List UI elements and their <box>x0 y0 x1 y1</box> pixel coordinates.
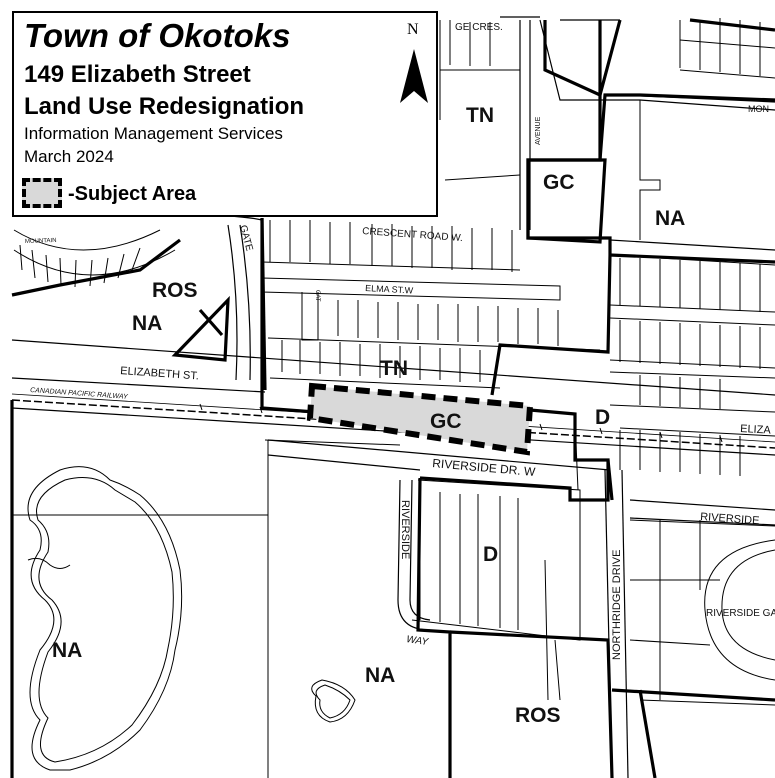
legend-town-name: Town of Okotoks <box>24 17 291 54</box>
railway-track <box>199 403 723 443</box>
zone-label-na-south: NA <box>365 664 395 687</box>
street-label-cat: CAT <box>314 290 320 302</box>
subject-area <box>306 382 534 456</box>
street-label-elizabeth: ELIZABETH ST. <box>120 365 200 382</box>
zone-label-d-center: D <box>595 406 610 429</box>
street-label-elma: ELMA ST.W <box>365 283 414 296</box>
street-label-mon: MON <box>748 104 769 114</box>
zone-label-na-east: NA <box>655 207 685 230</box>
legend-subject-area-label: -Subject Area <box>68 183 197 205</box>
legend-address: 149 Elizabeth Street <box>24 61 251 88</box>
street-label-northridge: NORTHRIDGE DRIVE <box>611 550 623 660</box>
zone-label-gc-top: GC <box>543 171 575 194</box>
river-features <box>27 466 356 771</box>
map-legend: Town of Okotoks 149 Elizabeth Street Lan… <box>12 11 438 217</box>
north-arrow-icon <box>400 49 428 103</box>
subject-area-swatch <box>22 178 62 208</box>
zone-label-tn-mid: TN <box>380 357 408 380</box>
zone-label-ros-west: ROS <box>152 279 198 302</box>
street-label-avenue: AVENUE <box>535 116 542 145</box>
north-letter: N <box>407 21 419 38</box>
legend-title: Land Use Redesignation <box>24 93 305 120</box>
zone-label-na-west: NA <box>132 312 162 335</box>
legend-department: Information Management Services <box>24 124 283 143</box>
zone-label-ros-south: ROS <box>515 704 561 727</box>
street-label-mountain: MOUNTAIN <box>25 238 57 245</box>
zone-label-gc-subject: GC <box>430 410 462 433</box>
zone-boundaries <box>10 18 775 778</box>
street-label-north-cres: GE CRES. <box>455 22 503 33</box>
zone-label-d-south: D <box>483 543 498 566</box>
street-label-riverside-gate: RIVERSIDE GATE <box>706 608 775 619</box>
zone-label-tn-top: TN <box>466 104 494 127</box>
street-label-eliza: ELIZA <box>740 423 772 437</box>
street-label-riverside-east: RIVERSIDE <box>700 511 760 527</box>
zone-label-na-southwest: NA <box>52 639 82 662</box>
legend-date: March 2024 <box>24 147 114 166</box>
street-label-way: WAY <box>406 634 430 648</box>
street-label-riverside-vertical: RIVERSIDE <box>399 500 411 559</box>
